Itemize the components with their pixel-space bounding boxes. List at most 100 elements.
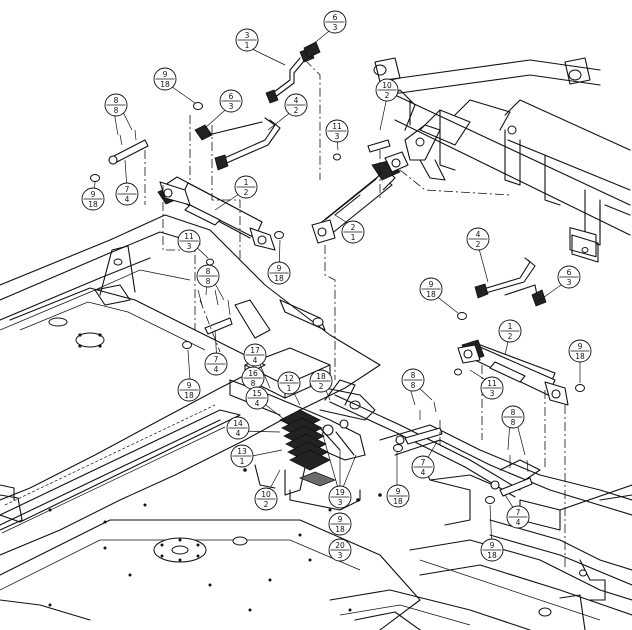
callout-item-number: 8 (411, 371, 416, 380)
callout-item-9: 918 (81, 187, 105, 211)
callout-quantity: 8 (511, 418, 516, 427)
callout-quantity: 2 (385, 91, 390, 100)
callout-quantity: 2 (508, 332, 513, 341)
callout-item-number: 17 (250, 346, 260, 355)
callout-item-9: 918 (153, 67, 177, 91)
callout-item-number: 20 (335, 541, 345, 550)
callout-item-9: 918 (177, 378, 201, 402)
callout-item-number: 9 (338, 515, 343, 524)
callout-item-number: 1 (508, 322, 513, 331)
callout-quantity: 18 (88, 200, 98, 209)
callout-quantity: 4 (236, 429, 241, 438)
callout-item-9: 918 (419, 277, 443, 301)
callout-item-number: 1 (244, 178, 249, 187)
callout-item-number: 13 (237, 447, 247, 456)
hydraulic-cylinder-left (157, 176, 276, 251)
callout-item-number: 11 (487, 379, 497, 388)
callout-item-8: 88 (196, 264, 220, 288)
callout-quantity: 4 (253, 356, 258, 365)
callout-item-9: 918 (480, 538, 504, 562)
callout-item-4: 42 (284, 93, 308, 117)
callout-item-6: 63 (219, 89, 243, 113)
callout-item-number: 2 (351, 223, 356, 232)
callout-item-number: 4 (476, 230, 481, 239)
callout-item-number: 8 (206, 267, 211, 276)
callout-item-number: 4 (294, 96, 299, 105)
callout-item-number: 3 (245, 31, 250, 40)
callout-quantity: 18 (335, 525, 345, 534)
callout-quantity: 2 (244, 188, 249, 197)
callout-item-17: 174 (243, 343, 267, 367)
callout-item-9: 918 (568, 339, 592, 363)
callout-quantity: 1 (240, 457, 245, 466)
callout-item-number: 9 (277, 264, 282, 273)
callout-item-number: 18 (316, 372, 326, 381)
callout-quantity: 18 (575, 352, 585, 361)
callout-bubbles: 3163918634210288113918741221113918884263… (81, 10, 592, 562)
callout-item-number: 9 (429, 280, 434, 289)
callout-item-15: 154 (245, 386, 269, 410)
callout-quantity: 1 (245, 41, 250, 50)
callout-quantity: 3 (490, 389, 495, 398)
callout-item-3: 31 (235, 28, 259, 52)
callout-quantity: 4 (214, 365, 219, 374)
callout-item-9: 918 (328, 512, 352, 536)
right-lower-frame (329, 424, 632, 630)
callout-item-1: 12 (498, 319, 522, 343)
callout-quantity: 2 (476, 240, 481, 249)
callout-item-number: 9 (91, 190, 96, 199)
callout-item-18: 182 (309, 369, 333, 393)
callout-item-number: 6 (229, 92, 234, 101)
callout-item-8: 88 (501, 405, 525, 429)
callout-quantity: 4 (255, 399, 260, 408)
callout-item-number: 7 (125, 185, 130, 194)
callout-item-1: 12 (234, 175, 258, 199)
callout-quantity: 18 (274, 274, 284, 283)
callout-item-number: 9 (187, 381, 192, 390)
callout-item-19: 193 (328, 485, 352, 509)
callout-item-11: 113 (325, 119, 349, 143)
callout-item-number: 11 (332, 122, 342, 131)
callout-item-number: 15 (252, 389, 262, 398)
callout-quantity: 8 (206, 277, 211, 286)
callout-quantity: 18 (160, 80, 170, 89)
callout-item-6: 63 (557, 265, 581, 289)
callout-item-number: 11 (184, 232, 194, 241)
callout-quantity: 2 (264, 500, 269, 509)
callout-quantity: 2 (319, 382, 324, 391)
callout-quantity: 3 (229, 102, 234, 111)
callout-item-10: 102 (254, 487, 278, 511)
callout-quantity: 1 (287, 384, 292, 393)
callout-item-number: 9 (163, 70, 168, 79)
callout-item-number: 9 (578, 342, 583, 351)
callout-item-number: 12 (284, 374, 294, 383)
callout-quantity: 8 (251, 379, 256, 388)
callout-item-number: 9 (490, 541, 495, 550)
callout-quantity: 18 (487, 551, 497, 560)
callout-item-number: 8 (511, 408, 516, 417)
callout-item-7: 74 (204, 352, 228, 376)
callout-item-13: 131 (230, 444, 254, 468)
callout-quantity: 3 (338, 551, 343, 560)
callout-item-7: 74 (506, 505, 530, 529)
callout-quantity: 4 (421, 468, 426, 477)
callout-quantity: 1 (351, 233, 356, 242)
center-linkage (229, 347, 521, 511)
callout-quantity: 18 (426, 290, 436, 299)
callout-quantity: 3 (333, 23, 338, 32)
callout-item-9: 918 (267, 261, 291, 285)
upper-right-frame (373, 57, 631, 263)
callout-quantity: 3 (338, 498, 343, 507)
callout-item-11: 113 (480, 376, 504, 400)
callout-item-10: 102 (375, 78, 399, 102)
callout-item-number: 6 (333, 13, 338, 22)
callout-item-8: 88 (104, 93, 128, 117)
callout-item-4: 42 (466, 227, 490, 251)
callout-item-number: 10 (382, 81, 392, 90)
callout-item-number: 14 (233, 419, 243, 428)
callout-item-number: 9 (396, 487, 401, 496)
callout-item-11: 113 (177, 229, 201, 253)
callout-item-16: 168 (241, 366, 265, 390)
callout-quantity: 4 (516, 518, 521, 527)
callout-item-8: 88 (401, 368, 425, 392)
